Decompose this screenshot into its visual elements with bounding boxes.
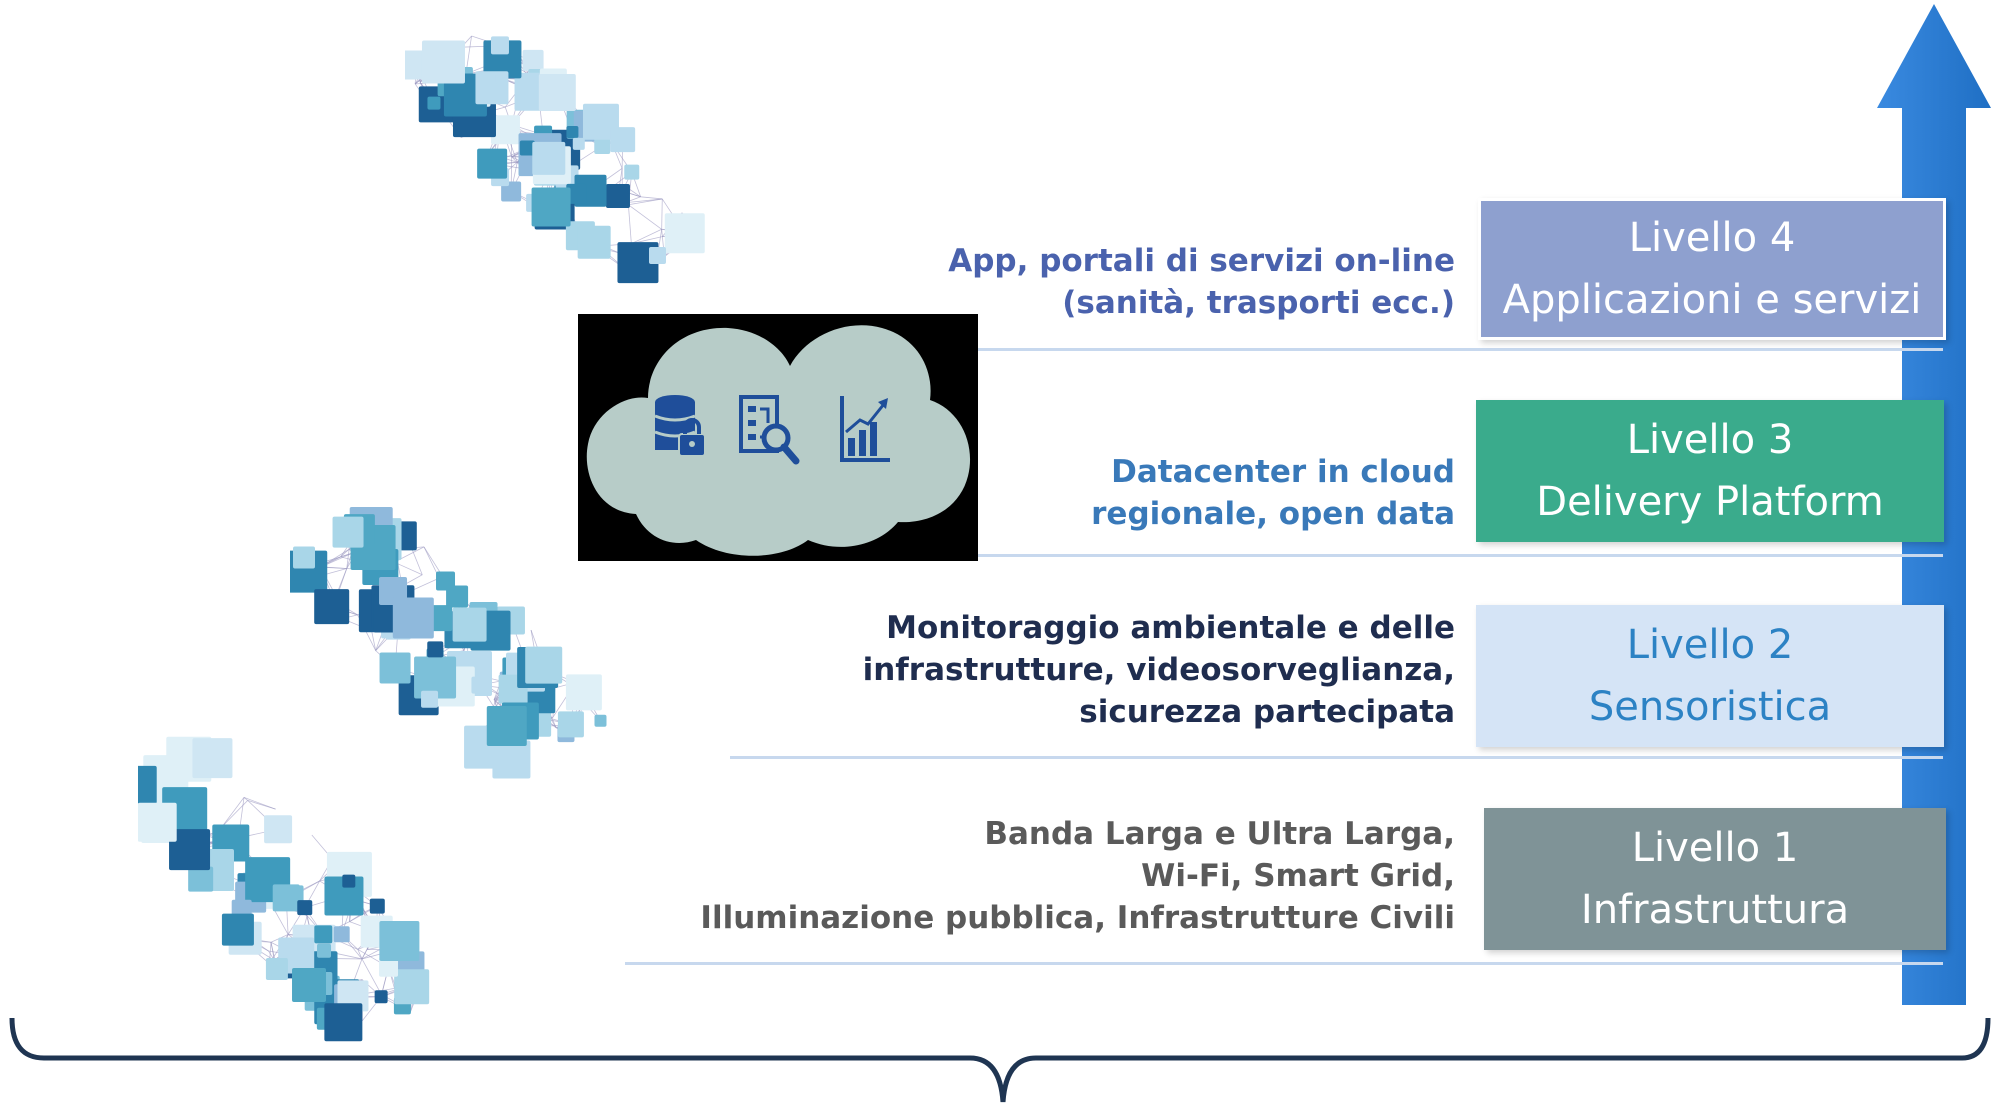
cloud-panel	[578, 314, 978, 561]
level-3-description: Datacenter in cloud regionale, open data	[1091, 451, 1455, 535]
level-1-description: Banda Larga e Ultra Larga, Wi-Fi, Smart …	[700, 813, 1455, 939]
level-4-box: Livello 4 Applicazioni e servizi	[1478, 198, 1946, 340]
level-title: Livello 4	[1628, 215, 1796, 261]
bottom-brace-icon	[9, 1017, 1991, 1103]
description-line: regionale, open data	[1091, 496, 1455, 532]
description-line: (sanità, trasporti ecc.)	[1062, 285, 1455, 321]
description-line: App, portali di servizi on-line	[948, 243, 1455, 279]
level-title: Livello 1	[1631, 825, 1799, 871]
level-subtitle: Infrastruttura	[1580, 887, 1850, 933]
level-1-box: Livello 1 Infrastruttura	[1484, 808, 1946, 950]
description-line: Wi-Fi, Smart Grid,	[1141, 858, 1455, 894]
description-line: Datacenter in cloud	[1111, 454, 1455, 490]
level-3-box: Livello 3 Delivery Platform	[1476, 400, 1944, 542]
description-line: Banda Larga e Ultra Larga,	[984, 816, 1455, 852]
region-map-top-icon	[405, 35, 705, 284]
separator-line	[730, 756, 1943, 759]
separator-line	[625, 962, 1943, 965]
level-subtitle: Sensoristica	[1588, 684, 1832, 730]
level-2-box: Livello 2 Sensoristica	[1476, 605, 1944, 747]
description-line: Illuminazione pubblica, Infrastrutture C…	[700, 900, 1455, 936]
level-title: Livello 3	[1626, 417, 1794, 463]
separator-line	[978, 348, 1943, 351]
level-subtitle: Applicazioni e servizi	[1502, 277, 1922, 323]
description-line: Monitoraggio ambientale e delle	[886, 610, 1455, 646]
separator-line	[978, 554, 1943, 557]
growth-chart-icon	[840, 396, 890, 462]
level-2-description: Monitoraggio ambientale e delle infrastr…	[863, 607, 1455, 733]
database-lock-icon	[654, 395, 706, 457]
description-line: infrastrutture, videosorveglianza,	[862, 652, 1455, 688]
region-map-bottom-icon	[138, 736, 430, 1042]
description-line: sicurezza partecipata	[1079, 694, 1455, 730]
level-4-description: App, portali di servizi on-line (sanità,…	[948, 240, 1455, 324]
level-subtitle: Delivery Platform	[1536, 479, 1884, 525]
level-title: Livello 2	[1626, 622, 1794, 668]
region-map-middle-icon	[290, 507, 607, 779]
document-search-icon	[739, 395, 800, 465]
